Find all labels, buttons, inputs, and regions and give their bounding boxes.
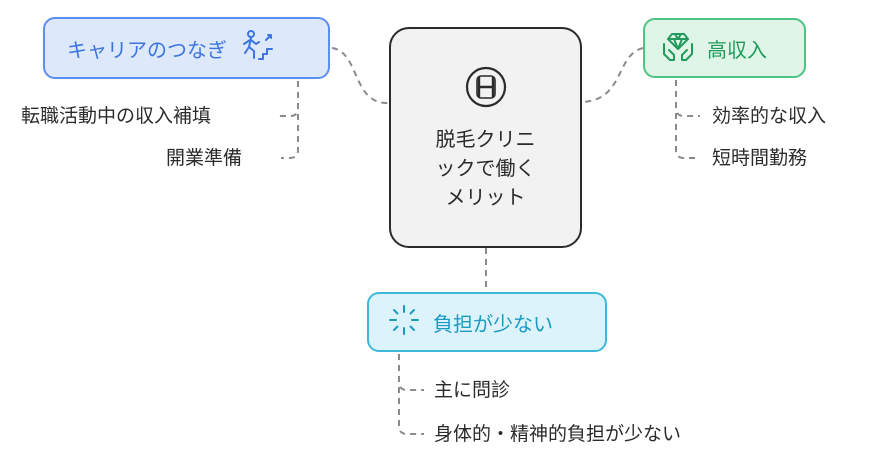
burden-label: 負担が少ない (433, 311, 553, 336)
connector-burden-item-2 (398, 354, 424, 435)
burden-item-2: 身体的・精神的負担が少ない (434, 423, 682, 445)
career-node: キャリアのつなぎ (43, 17, 330, 79)
center-title: 脱毛クリニ ックで働く メリット (435, 127, 536, 209)
income-item-2: 短時間勤務 (712, 147, 808, 169)
burden-item-1: 主に問診 (434, 379, 511, 401)
connector-income-center (581, 47, 644, 103)
connector-career-center (331, 47, 390, 105)
income-label: 高収入 (707, 37, 767, 62)
hospital-h-icon (464, 65, 508, 113)
income-item-1: 効率的な収入 (712, 105, 827, 127)
career-item-1: 転職活動中の収入補填 (21, 105, 212, 127)
income-node: 高収入 (643, 18, 806, 78)
connector-career-item-1 (279, 81, 299, 117)
connector-income-item-1 (675, 80, 700, 117)
burden-node: 負担が少ない (367, 292, 607, 352)
diamond-hands-icon (661, 30, 695, 66)
career-label: キャリアのつなぎ (67, 37, 227, 62)
sparkle-icon (387, 303, 421, 341)
career-item-2: 開業準備 (166, 147, 243, 169)
connector-income-item-2 (675, 80, 700, 159)
connector-burden-item-1 (398, 354, 424, 391)
center-node: 脱毛クリニ ックで働く メリット (389, 27, 582, 248)
connector-career-item-2 (281, 81, 299, 159)
career-step-icon (239, 29, 275, 67)
